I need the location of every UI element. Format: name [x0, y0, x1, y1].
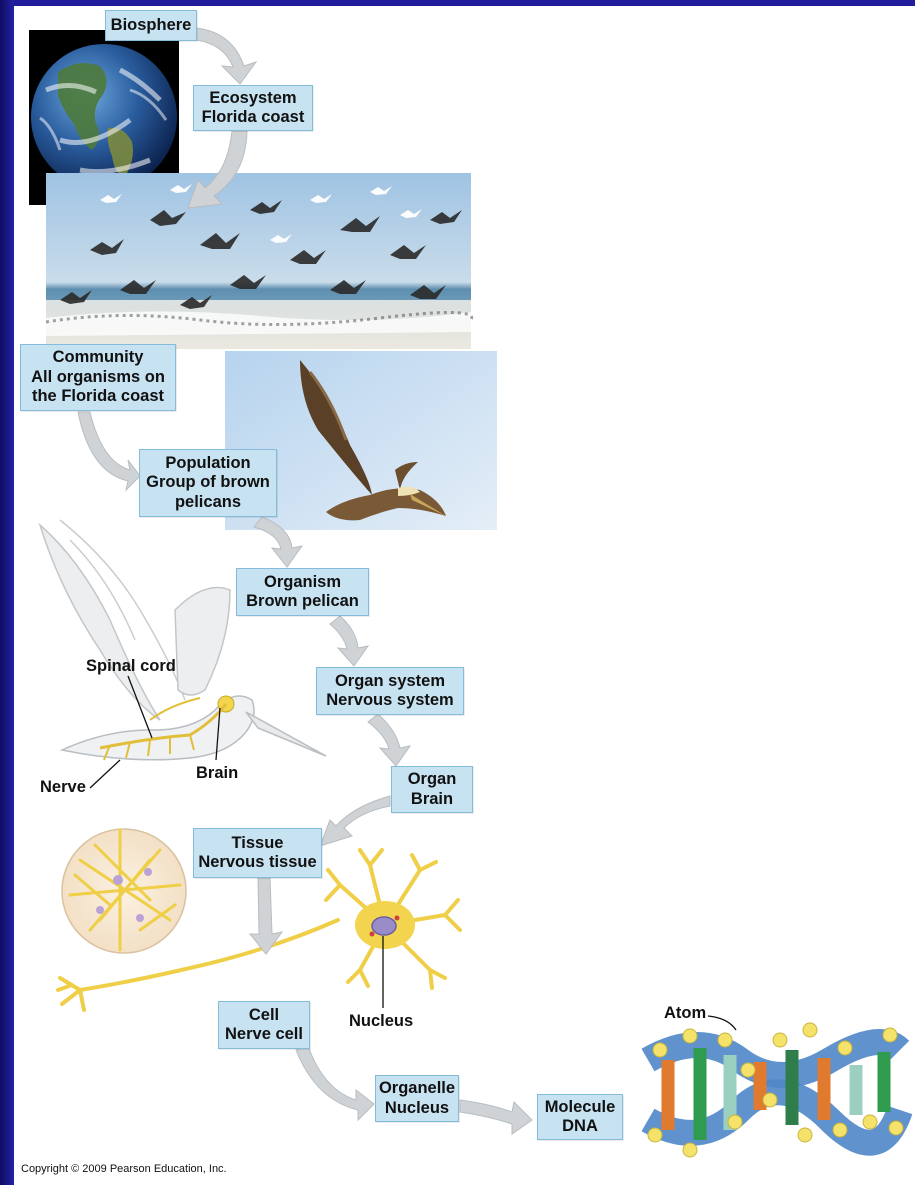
population-title: Population — [165, 454, 250, 474]
molecule-example: DNA — [562, 1117, 598, 1137]
arrow-community-population — [78, 412, 140, 490]
arrow-organsystem-organ — [368, 714, 410, 766]
label-biosphere: Biosphere — [105, 10, 197, 41]
tissue-example: Nervous tissue — [198, 853, 316, 873]
label-organism: Organism Brown pelican — [236, 568, 369, 616]
ecosystem-title: Ecosystem — [209, 89, 296, 109]
callout-nucleus: Nucleus — [349, 1012, 413, 1031]
organ-example: Brain — [411, 790, 453, 810]
organelle-example: Nucleus — [385, 1099, 449, 1119]
organ-title: Organ — [408, 770, 457, 790]
label-community: Community All organisms on the Florida c… — [20, 344, 176, 411]
copyright-notice: Copyright © 2009 Pearson Education, Inc. — [21, 1163, 227, 1175]
nervous-tissue-circle — [62, 829, 186, 953]
leader-nerve — [90, 760, 120, 788]
ecosystem-example: Florida coast — [202, 108, 305, 128]
arrow-organelle-molecule — [460, 1100, 532, 1134]
organ-system-example: Nervous system — [326, 691, 453, 711]
population-example-line1: Group of brown — [146, 473, 270, 493]
cell-example: Nerve cell — [225, 1025, 303, 1045]
arrow-organ-tissue — [320, 796, 390, 846]
label-organ-system: Organ system Nervous system — [316, 667, 464, 715]
flock-of-pelicans-photo — [46, 173, 472, 349]
arrow-cell-organelle — [296, 1046, 374, 1120]
label-population: Population Group of brown pelicans — [139, 449, 277, 517]
molecule-title: Molecule — [545, 1098, 616, 1118]
callout-brain: Brain — [196, 764, 238, 783]
organism-example: Brown pelican — [246, 592, 359, 612]
biosphere-label: Biosphere — [111, 16, 192, 36]
dna-molecule-model — [640, 1020, 903, 1170]
callout-atom: Atom — [664, 1004, 706, 1023]
organelle-title: Organelle — [379, 1079, 455, 1099]
label-tissue: Tissue Nervous tissue — [193, 828, 322, 878]
community-example-line2: the Florida coast — [32, 387, 164, 407]
callout-nerve: Nerve — [40, 778, 86, 797]
community-title: Community — [53, 348, 144, 368]
tissue-title: Tissue — [232, 834, 284, 854]
label-molecule: Molecule DNA — [537, 1094, 623, 1140]
arrow-organism-organsystem — [330, 616, 368, 666]
population-example-line2: pelicans — [175, 493, 241, 513]
label-ecosystem: Ecosystem Florida coast — [193, 85, 313, 131]
cell-title: Cell — [249, 1006, 279, 1026]
label-organelle: Organelle Nucleus — [375, 1075, 459, 1122]
organ-system-title: Organ system — [335, 672, 445, 692]
label-organ: Organ Brain — [391, 766, 473, 813]
organism-title: Organism — [264, 573, 341, 593]
label-cell: Cell Nerve cell — [218, 1001, 310, 1049]
arrow-biosphere-ecosystem — [196, 28, 256, 84]
community-example-line1: All organisms on — [31, 368, 165, 388]
callout-spinal-cord: Spinal cord — [86, 657, 176, 676]
